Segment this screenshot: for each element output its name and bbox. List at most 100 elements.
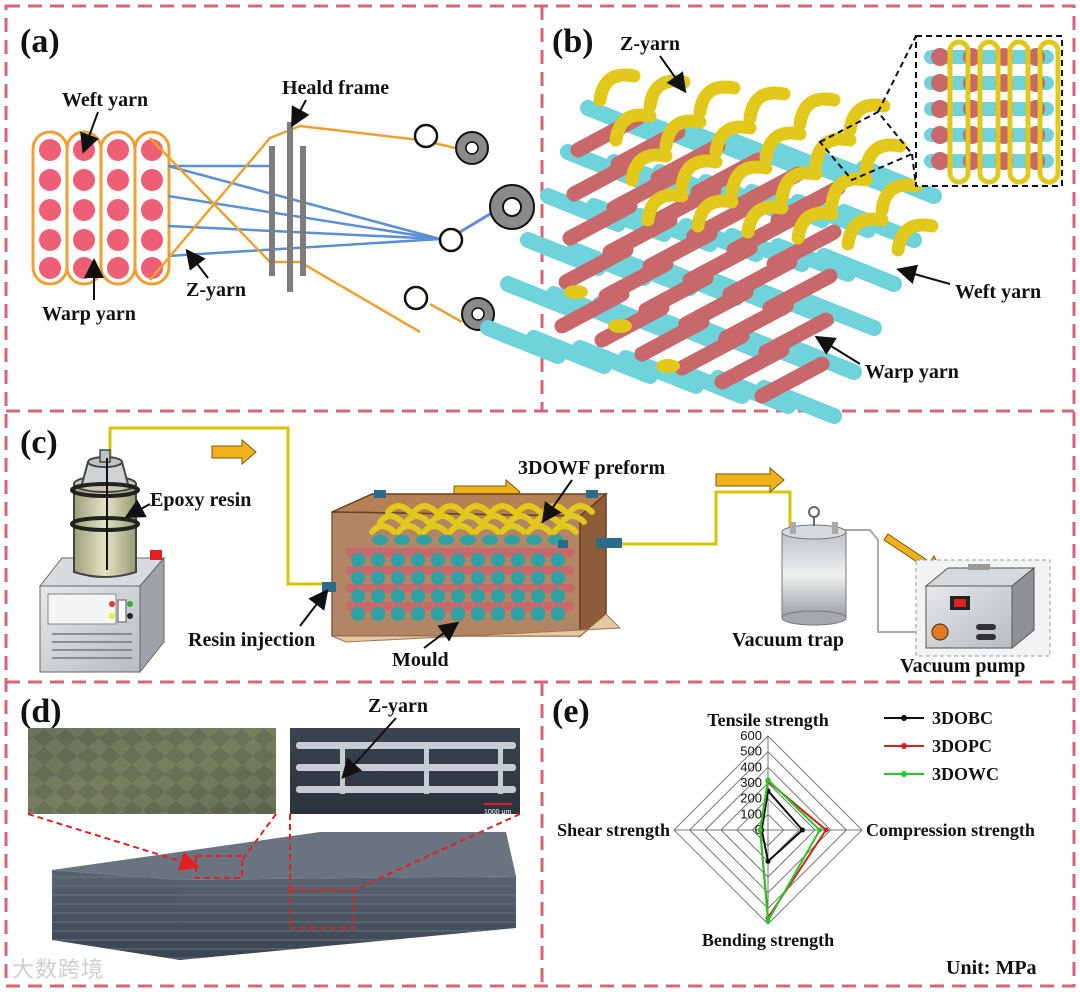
- weft-rod: [566, 154, 642, 202]
- panel-borders: [4, 4, 1076, 988]
- preform-warp: [391, 553, 405, 567]
- z-yarn-arc: [793, 92, 841, 131]
- z-yarn-arc: [643, 74, 691, 113]
- radar-point: [823, 827, 829, 833]
- heald-frame-2: [287, 122, 293, 292]
- preform-z-yarn: [369, 523, 397, 535]
- preform-z-yarn: [377, 513, 405, 525]
- preform-warp: [491, 589, 505, 603]
- preform-top-warp: [526, 535, 542, 545]
- preform-warp: [431, 571, 445, 585]
- preform-z-yarn: [403, 513, 431, 525]
- preform-top-warp: [504, 535, 520, 545]
- z-yarn-arc: [659, 114, 707, 153]
- radar-axis-label: Shear strength: [557, 820, 670, 840]
- z-yarn-arc: [625, 148, 673, 187]
- weft-dot: [39, 139, 61, 161]
- panel-c: (c): [20, 424, 1051, 677]
- inset-z-yarn: [1037, 39, 1061, 185]
- inset-warp: [924, 76, 1054, 90]
- preform-z-yarn: [551, 523, 579, 535]
- preform-warp: [411, 589, 425, 603]
- weft-dot: [39, 199, 61, 221]
- inset-weft: [931, 152, 949, 170]
- mould: [322, 490, 622, 643]
- weft-dot: [39, 257, 61, 279]
- radar-axis-label: Tensile strength: [707, 710, 829, 730]
- inset-z-yarn: [947, 39, 971, 185]
- preform-z-yarn: [515, 503, 543, 515]
- warp-rod: [796, 292, 882, 336]
- preform-warp: [471, 607, 485, 621]
- inset-warp: [924, 102, 1054, 116]
- preform-warp: [531, 553, 545, 567]
- flow-arrows: [211, 438, 945, 577]
- vacuum-pump-label: Vacuum pump: [900, 655, 1025, 677]
- preform-z-yarn: [481, 513, 509, 525]
- preform-warp: [371, 553, 385, 567]
- preform-warp: [451, 571, 465, 585]
- preform-warp: [411, 571, 425, 585]
- z-yarn-label-d: Z-yarn: [368, 695, 428, 717]
- z-yarn-arc: [725, 160, 773, 199]
- preform-z-yarn: [447, 523, 475, 535]
- preform-warp: [511, 553, 525, 567]
- weft-yarn-label-b: Weft yarn: [955, 281, 1041, 303]
- weft-rod: [634, 314, 710, 362]
- panel-d-tag: (d): [20, 693, 62, 730]
- preform-top-warp: [438, 535, 454, 545]
- rollers: [403, 123, 535, 331]
- weft-dot: [73, 199, 95, 221]
- preform-label: 3DOWF preform: [518, 457, 666, 479]
- weft-dot: [39, 169, 61, 191]
- panel-b: (b) Z-yarn Weft yarn Warp yarn: [480, 23, 1063, 424]
- preform-warp: [351, 553, 365, 567]
- scale-bar-label: 1000 μm: [484, 809, 512, 816]
- preform-z-yarn: [463, 503, 491, 515]
- panel-b-tag: (b): [552, 23, 594, 60]
- preform-warp: [431, 607, 445, 621]
- radar-point: [765, 858, 771, 864]
- z-yarn-arc: [609, 108, 657, 147]
- legend-marker: [901, 715, 907, 721]
- z-yarn-arc: [759, 126, 807, 165]
- preform-warp: [431, 589, 445, 603]
- warp-yarn-label-b: Warp yarn: [865, 361, 959, 383]
- weft-rod: [562, 198, 638, 246]
- preform-warp: [411, 607, 425, 621]
- weft-dot: [141, 229, 163, 251]
- preform-warp: [511, 589, 525, 603]
- z-yarn-arc: [743, 86, 791, 125]
- legend-marker: [901, 743, 907, 749]
- weft-dot: [107, 169, 129, 191]
- preform-warp: [411, 553, 425, 567]
- preform-warp: [491, 607, 505, 621]
- z-yarn-end: [656, 359, 680, 373]
- preform-warp: [511, 607, 525, 621]
- preform-warp: [531, 607, 545, 621]
- inset-weft: [931, 48, 949, 66]
- weft-rod: [754, 356, 830, 404]
- inset-warp: [924, 154, 1054, 168]
- legend-label: 3DOBC: [932, 708, 993, 728]
- z-yarn-arc: [775, 166, 823, 205]
- z-yarn-arc: [791, 206, 839, 245]
- weft-rod: [714, 342, 790, 390]
- radar-tick-label: 600: [740, 728, 762, 743]
- radar-tick-label: 200: [740, 791, 762, 806]
- weft-dot: [73, 257, 95, 279]
- resin-injection-label: Resin injection: [188, 629, 315, 651]
- composite-sample: [52, 832, 516, 960]
- panel-c-tag: (c): [20, 424, 58, 461]
- z-yarn-arc: [875, 178, 923, 217]
- preform-warp: [551, 589, 565, 603]
- preform-warp: [491, 571, 505, 585]
- radar-point: [817, 827, 823, 833]
- radar-point: [765, 777, 771, 783]
- z-yarn-label-b: Z-yarn: [620, 33, 680, 55]
- preform-z-yarn: [525, 523, 553, 535]
- preform-warp: [371, 589, 385, 603]
- weft-dot: [141, 199, 163, 221]
- preform-warp: [451, 553, 465, 567]
- unit-label: Unit: MPa: [946, 957, 1037, 979]
